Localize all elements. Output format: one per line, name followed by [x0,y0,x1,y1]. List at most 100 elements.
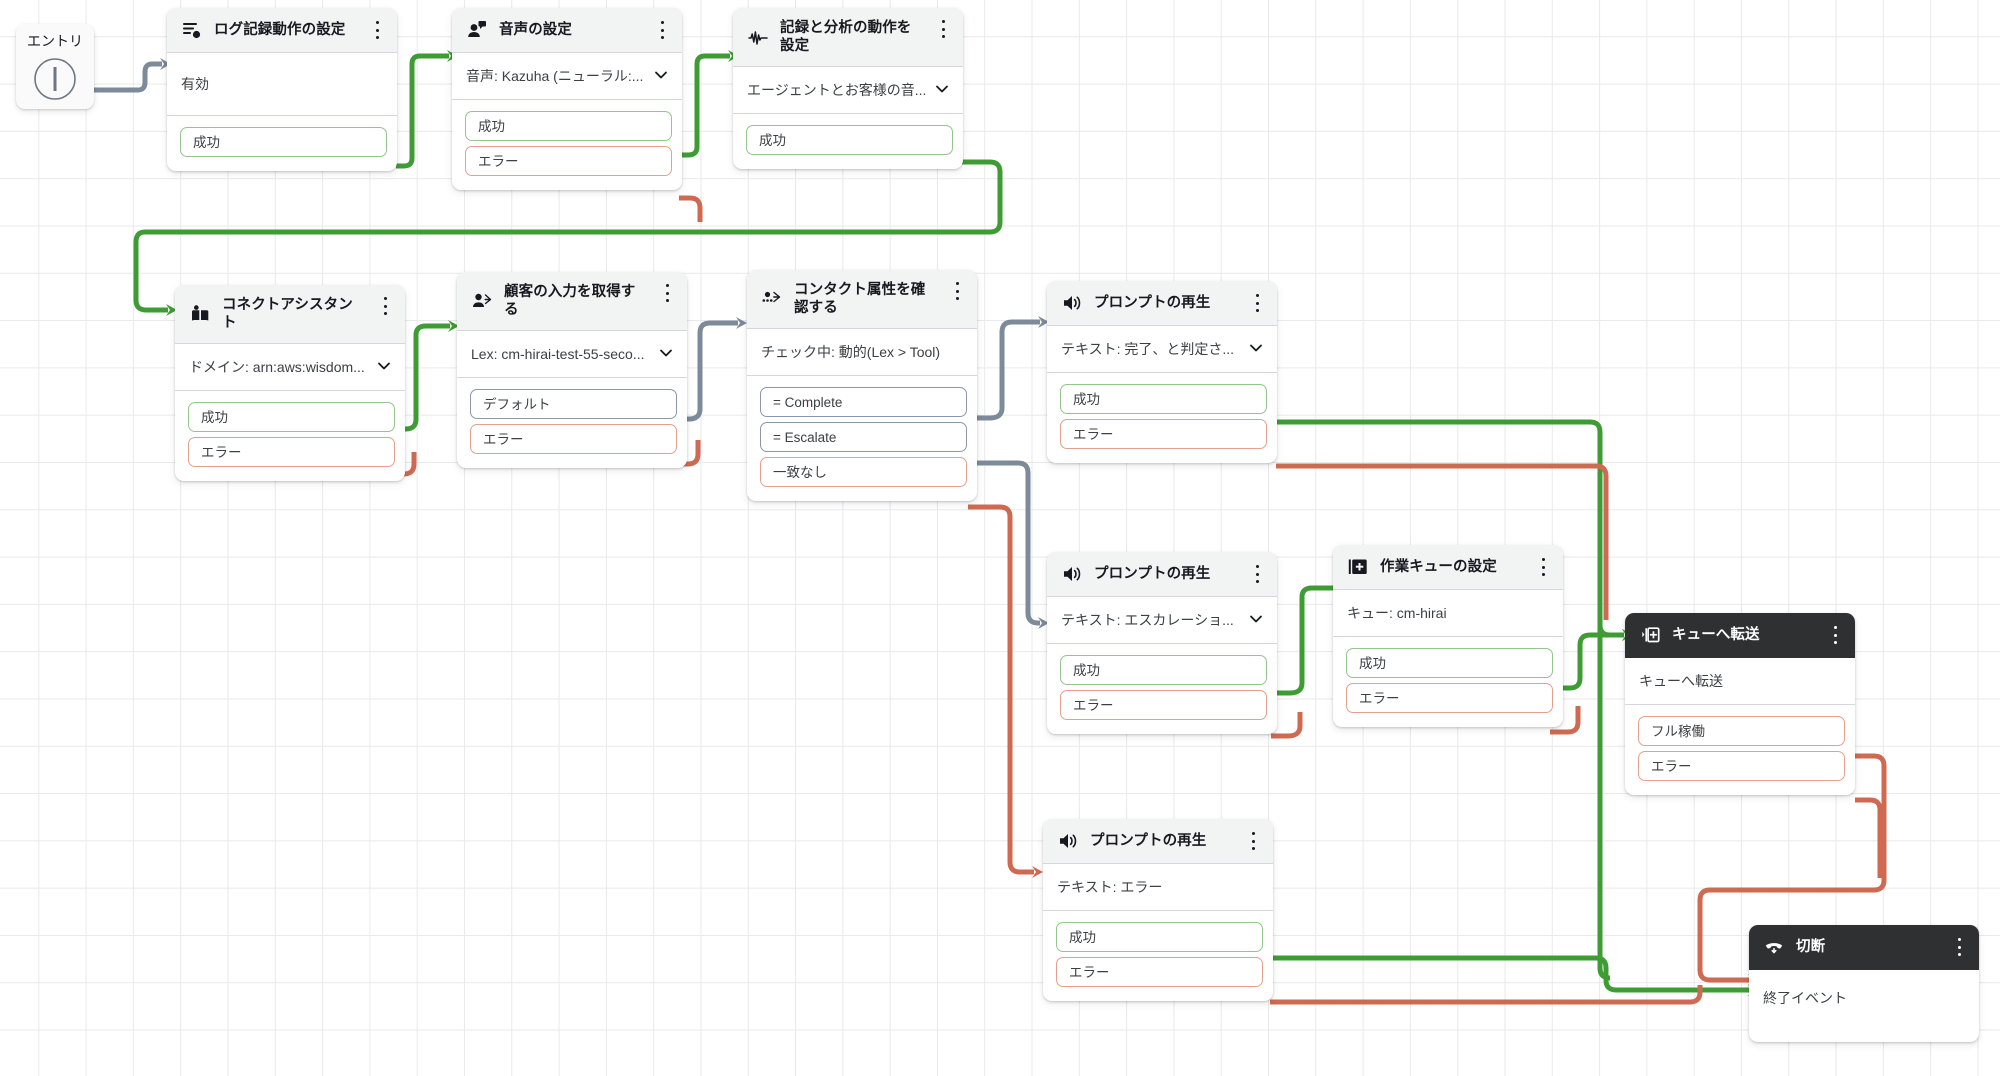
node-ports: 成功 エラー [1333,636,1563,727]
node-menu-button[interactable] [935,19,951,39]
node-menu-button[interactable] [1249,293,1265,313]
node-header[interactable]: プロンプトの再生 [1043,819,1273,864]
port-success[interactable]: 成功 [1056,922,1263,952]
node-ports: フル稼働 エラー [1625,704,1855,795]
node-ports: = Complete = Escalate 一致なし [747,375,977,501]
node-set-logging[interactable]: ログ記録動作の設定 有効 成功 [167,8,397,171]
node-menu-button[interactable] [369,20,385,40]
node-get-customer-input[interactable]: 顧客の入力を取得する Lex: cm-hirai-test-55-seco...… [457,272,687,469]
chevron-down-icon[interactable] [935,82,949,99]
node-transfer-to-queue[interactable]: キューへ転送 キューへ転送 フル稼働 エラー [1625,613,1855,795]
node-body[interactable]: 音声: Kazuha (ニューラル:... [452,53,682,99]
node-set-working-queue[interactable]: 作業キューの設定 キュー: cm-hirai 成功 エラー [1333,545,1563,727]
port-success[interactable]: 成功 [1060,655,1267,685]
node-header[interactable]: コンタクト属性を確認する [747,270,977,330]
port-success[interactable]: 成功 [188,402,395,433]
node-menu-button[interactable] [1249,564,1265,584]
node-connect-assistant[interactable]: コネクトアシスタント ドメイン: arn:aws:wisdom... 成功 エラ… [175,285,405,482]
node-check-contact-attributes[interactable]: コンタクト属性を確認する チェック中: 動的(Lex > Tool) = Com… [747,270,977,502]
speaker-icon [1061,292,1083,314]
node-body[interactable]: Lex: cm-hirai-test-55-seco... [457,331,687,377]
port-error[interactable]: エラー [1056,957,1263,987]
disconnect-phone-icon [1763,936,1785,958]
node-body-text: 終了イベント [1763,990,1847,1006]
port-error[interactable]: エラー [188,437,395,468]
node-body[interactable]: 有効 [167,53,397,115]
get-customer-input-icon [471,290,493,312]
node-header[interactable]: 作業キューの設定 [1333,545,1563,590]
node-header[interactable]: 切断 [1749,925,1979,970]
node-body-text: キューへ転送 [1639,673,1723,689]
entry-node[interactable]: エントリ [16,24,94,109]
node-menu-button[interactable] [1827,625,1843,645]
node-title: 記録と分析の動作を設定 [780,20,912,55]
port-complete[interactable]: = Complete [760,387,967,418]
port-error[interactable]: エラー [1346,683,1553,713]
node-ports: 成功 エラー [1043,910,1273,1001]
node-body[interactable]: テキスト: 完了、と判定さ... [1047,326,1277,372]
node-ports: 成功 [733,113,963,169]
node-disconnect[interactable]: 切断 終了イベント [1749,925,1979,1042]
port-error[interactable]: エラー [465,146,672,176]
node-menu-button[interactable] [1951,937,1967,957]
node-body[interactable]: ドメイン: arn:aws:wisdom... [175,344,405,390]
node-body[interactable]: テキスト: エスカレーショ... [1047,597,1277,643]
chevron-down-icon[interactable] [1249,341,1263,358]
wisdom-book-icon [189,303,211,325]
node-ports: 成功 エラー [1047,643,1277,734]
node-play-prompt-complete[interactable]: プロンプトの再生 テキスト: 完了、と判定さ... 成功 エラー [1047,281,1277,463]
node-body[interactable]: キューへ転送 [1625,658,1855,704]
node-body-text: エージェントとお客様の音... [747,82,927,99]
port-at-capacity[interactable]: フル稼働 [1638,716,1845,746]
chevron-down-icon[interactable] [659,346,673,363]
port-no-match[interactable]: 一致なし [760,457,967,488]
node-body[interactable]: 終了イベント [1749,970,1979,1042]
node-header[interactable]: 顧客の入力を取得する [457,272,687,332]
working-queue-icon [1347,556,1369,578]
node-body[interactable]: キュー: cm-hirai [1333,590,1563,636]
port-error[interactable]: エラー [1060,419,1267,449]
node-body[interactable]: エージェントとお客様の音... [733,67,963,113]
node-play-prompt-escalation[interactable]: プロンプトの再生 テキスト: エスカレーショ... 成功 エラー [1047,552,1277,734]
node-title: コンタクト属性を確認する [794,282,926,317]
port-success[interactable]: 成功 [1060,384,1267,414]
node-body-text: テキスト: 完了、と判定さ... [1061,341,1235,357]
node-set-recording-analytics[interactable]: 記録と分析の動作を設定 エージェントとお客様の音... 成功 [733,8,963,170]
node-menu-button[interactable] [1535,557,1551,577]
node-header[interactable]: キューへ転送 [1625,613,1855,658]
node-menu-button[interactable] [1245,831,1261,851]
node-play-prompt-error[interactable]: プロンプトの再生 テキスト: エラー 成功 エラー [1043,819,1273,1001]
node-menu-button[interactable] [654,20,670,40]
node-header[interactable]: ログ記録動作の設定 [167,8,397,53]
wire-prompt-error-error-to-disconnect [1270,985,1703,1005]
node-body[interactable]: チェック中: 動的(Lex > Tool) [747,329,977,375]
port-success[interactable]: 成功 [465,111,672,141]
node-set-voice[interactable]: 音声の設定 音声: Kazuha (ニューラル:... 成功 エラー [452,8,682,190]
node-menu-button[interactable] [949,281,965,301]
node-menu-button[interactable] [659,283,675,303]
port-error[interactable]: エラー [1638,751,1845,781]
node-menu-button[interactable] [377,296,393,316]
node-header[interactable]: プロンプトの再生 [1047,552,1277,597]
node-body[interactable]: テキスト: エラー [1043,864,1273,910]
port-success[interactable]: 成功 [746,125,953,156]
wire-voice-to-recording [679,50,739,158]
port-success[interactable]: 成功 [1346,648,1553,678]
check-attributes-icon [761,288,783,310]
node-header[interactable]: プロンプトの再生 [1047,281,1277,326]
node-ports: 成功 エラー [175,390,405,481]
port-error[interactable]: エラー [1060,690,1267,720]
chevron-down-icon[interactable] [1249,612,1263,629]
node-header[interactable]: コネクトアシスタント [175,285,405,345]
chevron-down-icon[interactable] [654,68,668,85]
wire-transfer-error [1855,797,1883,878]
chevron-down-icon[interactable] [377,359,391,376]
node-header[interactable]: 音声の設定 [452,8,682,53]
port-escalate[interactable]: = Escalate [760,422,967,453]
transfer-to-queue-icon [1639,624,1661,646]
port-success[interactable]: 成功 [180,127,387,157]
node-header[interactable]: 記録と分析の動作を設定 [733,8,963,68]
port-error[interactable]: エラー [470,424,677,455]
port-default[interactable]: デフォルト [470,389,677,420]
